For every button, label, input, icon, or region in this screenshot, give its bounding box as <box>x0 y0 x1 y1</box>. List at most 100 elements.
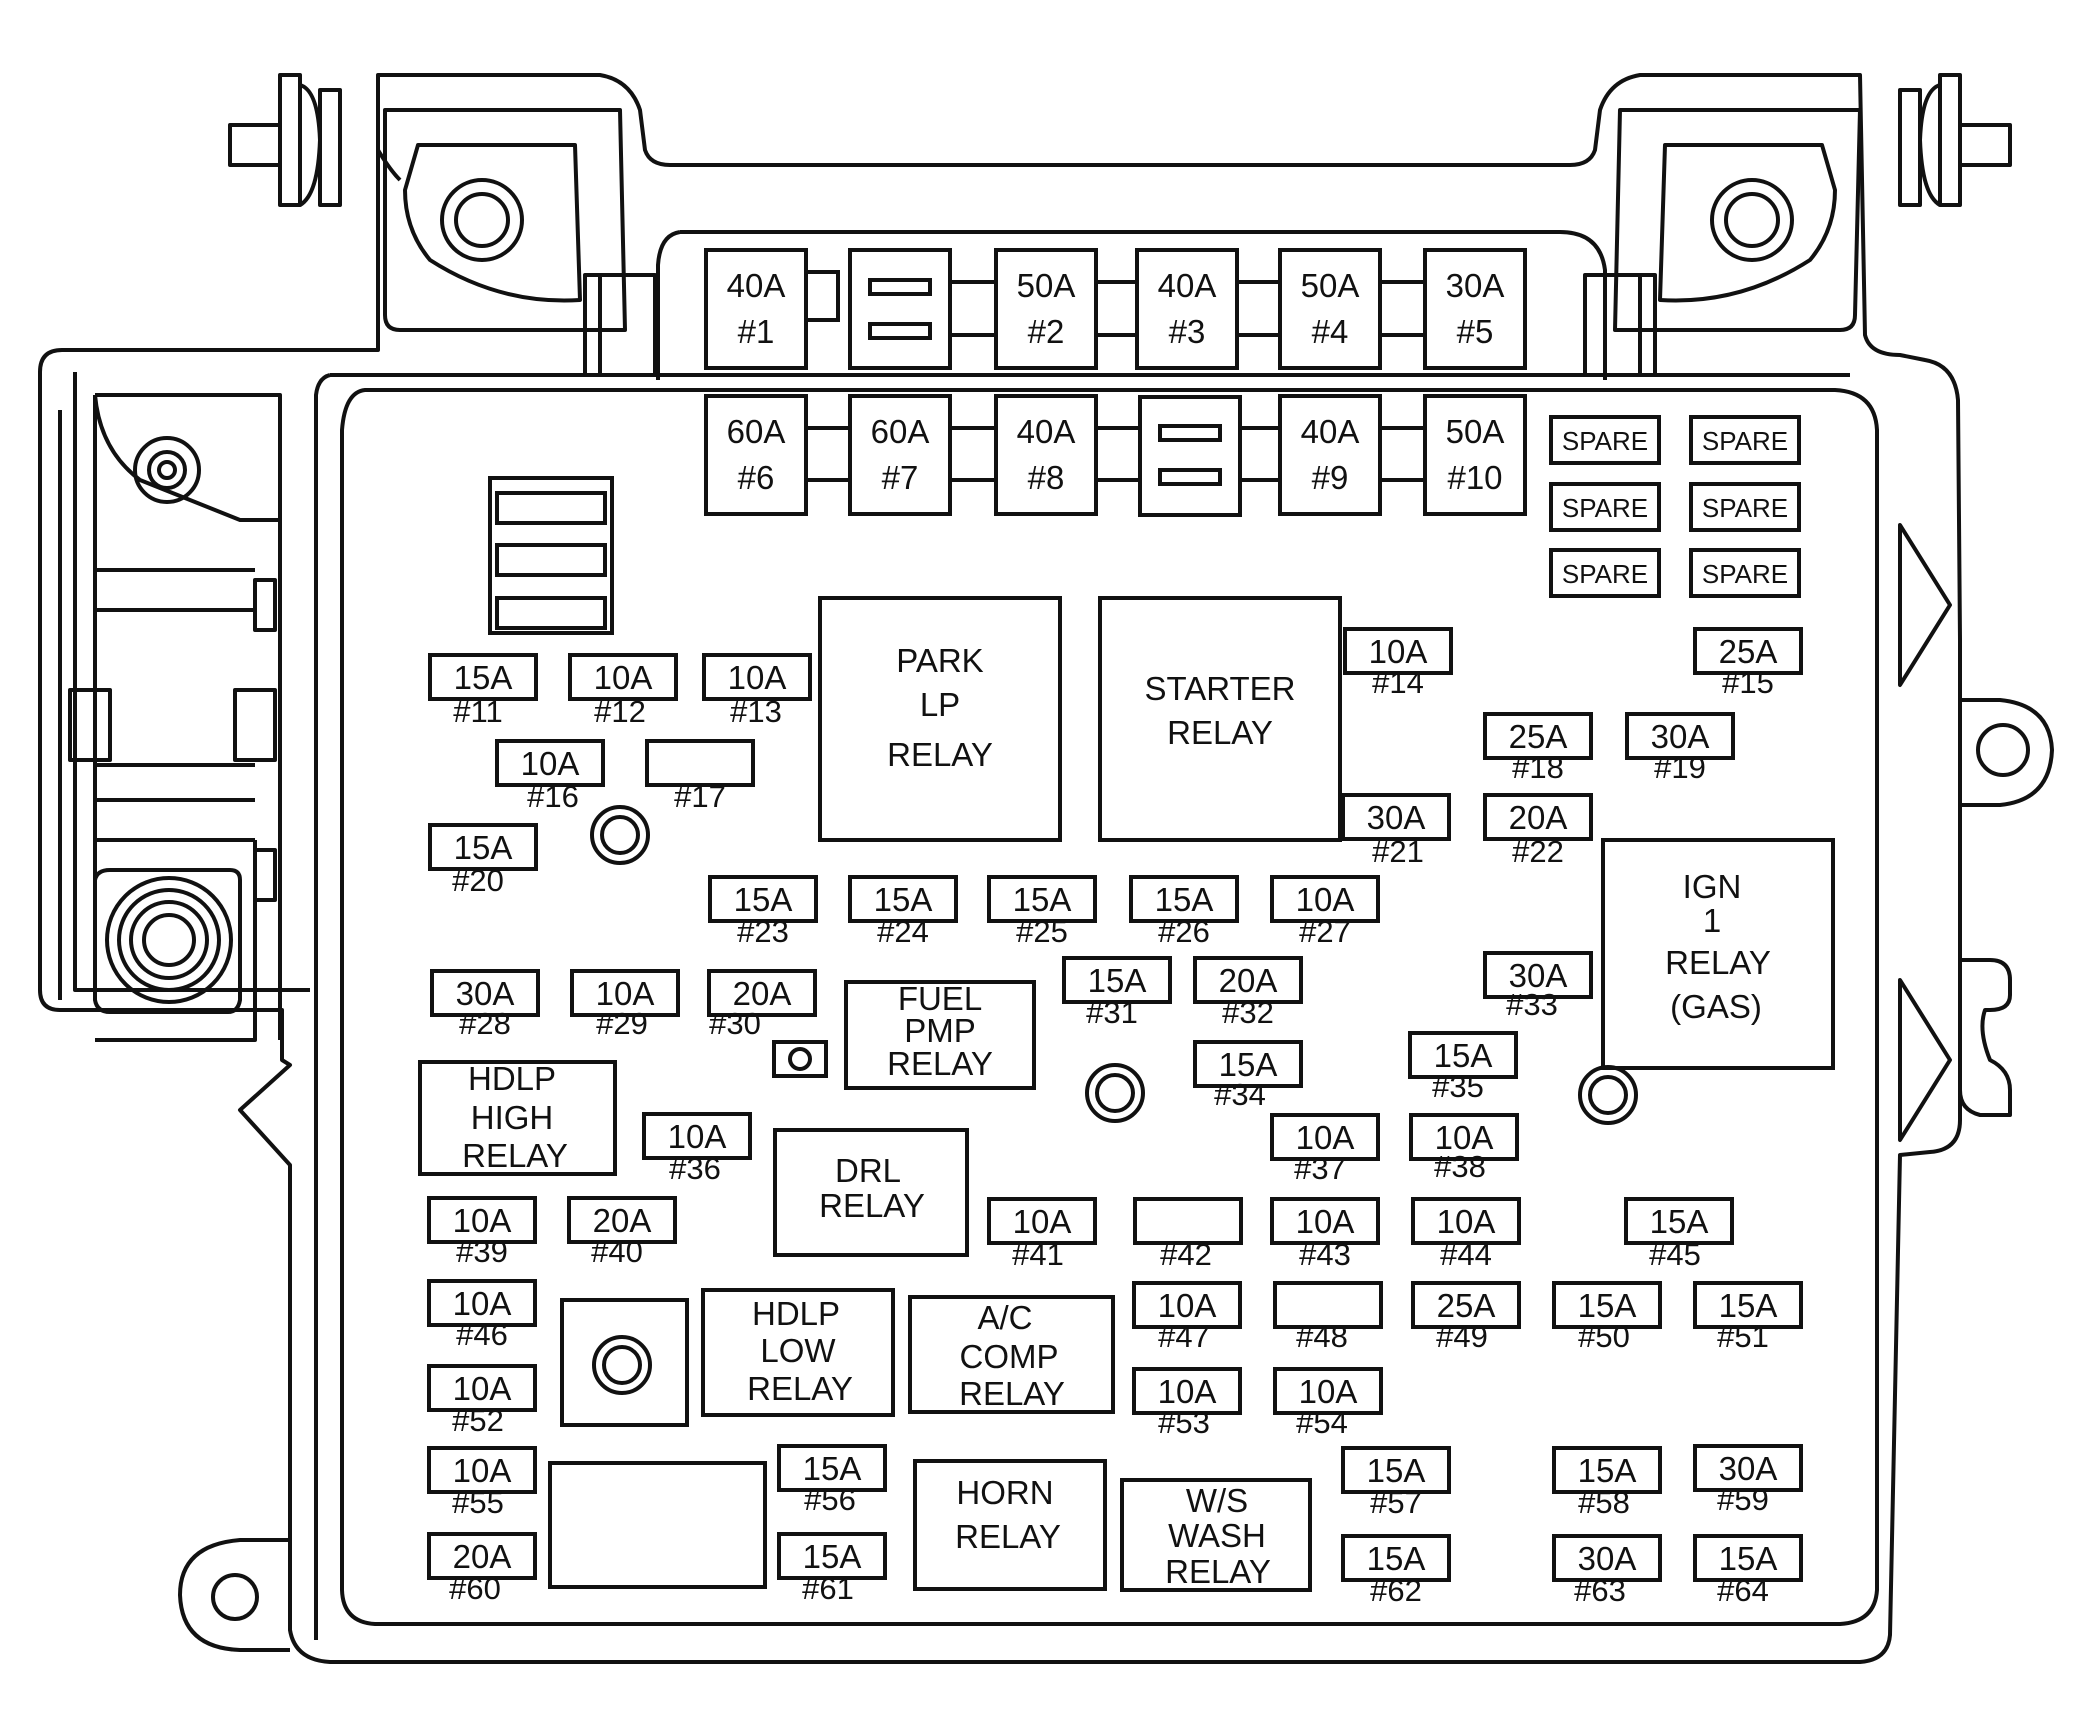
maxi-fuse-7[interactable]: 60A#7 <box>848 394 952 516</box>
mini-fuse-13[interactable]: 10A#13 <box>702 653 812 729</box>
mini-fuse-62[interactable]: 15A#62 <box>1341 1534 1451 1608</box>
spare-fuse-slot[interactable]: SPARE <box>1549 482 1661 532</box>
mini-fuse-22[interactable]: 20A#22 <box>1483 793 1593 869</box>
maxi-fuse-5[interactable]: 30A#5 <box>1423 248 1527 370</box>
mini-fuse-rating: 15A <box>874 881 933 918</box>
mini-fuse-52[interactable]: 10A#52 <box>427 1364 537 1438</box>
relay-label-line: LP <box>920 686 960 723</box>
mini-fuse-body <box>1693 1444 1803 1492</box>
mini-fuse-45[interactable]: 15A#45 <box>1624 1197 1734 1272</box>
mini-fuse-33[interactable]: 30A#33 <box>1483 951 1593 1022</box>
maxi-fuse-8[interactable]: 40A#8 <box>994 394 1098 516</box>
mini-fuse-58[interactable]: 15A#58 <box>1552 1446 1662 1520</box>
mini-fuse-51[interactable]: 15A#51 <box>1693 1281 1803 1354</box>
spare-fuse-slot[interactable]: SPARE <box>1689 482 1801 532</box>
mini-fuse-rating: 10A <box>453 1285 512 1322</box>
mini-fuse-rating: 15A <box>734 881 793 918</box>
mini-fuse-12[interactable]: 10A#12 <box>568 653 678 729</box>
spare-slot-body <box>1689 415 1801 465</box>
mini-fuse-59[interactable]: 30A#59 <box>1693 1444 1803 1517</box>
maxi-fuse-10[interactable]: 50A#10 <box>1423 394 1527 516</box>
left-low-bolt-r4 <box>142 913 196 967</box>
mini-fuse-31[interactable]: 15A#31 <box>1062 956 1172 1030</box>
mini-fuse-36[interactable]: 10A#36 <box>642 1112 752 1186</box>
mini-fuse-47[interactable]: 10A#47 <box>1132 1281 1242 1354</box>
relay-body <box>913 1459 1107 1591</box>
mini-fuse-61[interactable]: 15A#61 <box>777 1532 887 1606</box>
mini-fuse-39[interactable]: 10A#39 <box>427 1196 537 1269</box>
mini-fuse-number: #25 <box>1016 914 1068 949</box>
maxi-fuse-4[interactable]: 50A#4 <box>1278 248 1382 370</box>
mini-fuse-number: #13 <box>730 694 782 729</box>
relay-body <box>1120 1478 1312 1592</box>
mini-fuse-27[interactable]: 10A#27 <box>1270 875 1380 949</box>
mini-fuse-32[interactable]: 20A#32 <box>1193 956 1303 1030</box>
maxi-fuse-9[interactable]: 40A#9 <box>1278 394 1382 516</box>
mini-fuse-41[interactable]: 10A#41 <box>987 1197 1097 1272</box>
mini-fuse-38[interactable]: 10A#38 <box>1409 1113 1519 1184</box>
mini-fuse-35[interactable]: 15A#35 <box>1408 1031 1518 1104</box>
mini-fuse-17[interactable]: #17 <box>645 739 755 814</box>
mini-fuse-30[interactable]: 20A#30 <box>707 969 817 1041</box>
spare-fuse-slot[interactable]: SPARE <box>1689 415 1801 465</box>
mini-fuse-48[interactable]: #48 <box>1273 1281 1383 1354</box>
mini-fuse-23[interactable]: 15A#23 <box>708 875 818 949</box>
maxi-fuse-1[interactable]: 40A#1 <box>704 248 808 370</box>
spare-fuse-slot[interactable]: SPARE <box>1549 548 1661 598</box>
mini-fuse-57[interactable]: 15A#57 <box>1341 1446 1451 1520</box>
mini-fuse-40[interactable]: 20A#40 <box>567 1196 677 1269</box>
mini-fuse-34[interactable]: 15A#34 <box>1193 1040 1303 1112</box>
mini-fuse-46[interactable]: 10A#46 <box>427 1279 537 1352</box>
maxi-fuse-body <box>1423 248 1527 370</box>
mini-fuse-24[interactable]: 15A#24 <box>848 875 958 949</box>
left-mid-bolt-inner <box>157 460 177 480</box>
maxi-fuse-number: #7 <box>882 459 919 496</box>
mini-fuse-53[interactable]: 10A#53 <box>1132 1367 1242 1440</box>
mini-fuse-14[interactable]: 10A#14 <box>1343 627 1453 700</box>
mini-fuse-26[interactable]: 15A#26 <box>1129 875 1239 949</box>
spare-fuse-slot[interactable]: SPARE <box>1549 415 1661 465</box>
maxi-fuse-2[interactable]: 50A#2 <box>994 248 1098 370</box>
maxi-fuse-3[interactable]: 40A#3 <box>1135 248 1239 370</box>
mini-fuse-43[interactable]: 10A#43 <box>1270 1197 1380 1272</box>
mini-fuse-16[interactable]: 10A#16 <box>495 739 605 814</box>
mini-fuse-42[interactable]: #42 <box>1133 1197 1243 1272</box>
mini-fuse-11[interactable]: 15A#11 <box>428 653 538 729</box>
mini-fuse-44[interactable]: 10A#44 <box>1411 1197 1521 1272</box>
mini-fuse-18[interactable]: 25A#18 <box>1483 712 1593 785</box>
mini-fuse-15[interactable]: 25A#15 <box>1693 627 1803 700</box>
maxi-fuse-rating: 40A <box>1158 267 1217 304</box>
mini-fuse-50[interactable]: 15A#50 <box>1552 1281 1662 1354</box>
mini-fuse-25[interactable]: 15A#25 <box>987 875 1097 949</box>
mini-fuse-number: #47 <box>1158 1319 1210 1354</box>
spare-fuse-slot[interactable]: SPARE <box>1689 548 1801 598</box>
mini-fuse-28[interactable]: 30A#28 <box>430 969 540 1041</box>
mini-fuse-rating: 15A <box>1219 1046 1278 1083</box>
mini-fuse-55[interactable]: 10A#55 <box>427 1446 537 1520</box>
mini-fuse-49[interactable]: 25A#49 <box>1411 1281 1521 1354</box>
mini-fuse-29[interactable]: 10A#29 <box>570 969 680 1041</box>
maxi-fuse-number: #3 <box>1169 313 1206 350</box>
mini-fuse-number: #18 <box>1512 750 1564 785</box>
mini-fuse-64[interactable]: 15A#64 <box>1693 1534 1803 1608</box>
relay-body <box>701 1288 895 1417</box>
maxi-fuse-6[interactable]: 60A#6 <box>704 394 808 516</box>
mini-fuse-20[interactable]: 15A#20 <box>428 823 538 898</box>
mini-fuse-60[interactable]: 20A#60 <box>427 1532 537 1606</box>
mini-fuse-19[interactable]: 30A#19 <box>1625 712 1735 785</box>
mini-fuse-37[interactable]: 10A#37 <box>1270 1113 1380 1186</box>
mini-fuse-56[interactable]: 15A#56 <box>777 1444 887 1517</box>
mini-fuse-21[interactable]: 30A#21 <box>1341 793 1451 869</box>
mini-fuse-54[interactable]: 10A#54 <box>1273 1367 1383 1440</box>
mini-fuse-63[interactable]: 30A#63 <box>1552 1534 1662 1608</box>
